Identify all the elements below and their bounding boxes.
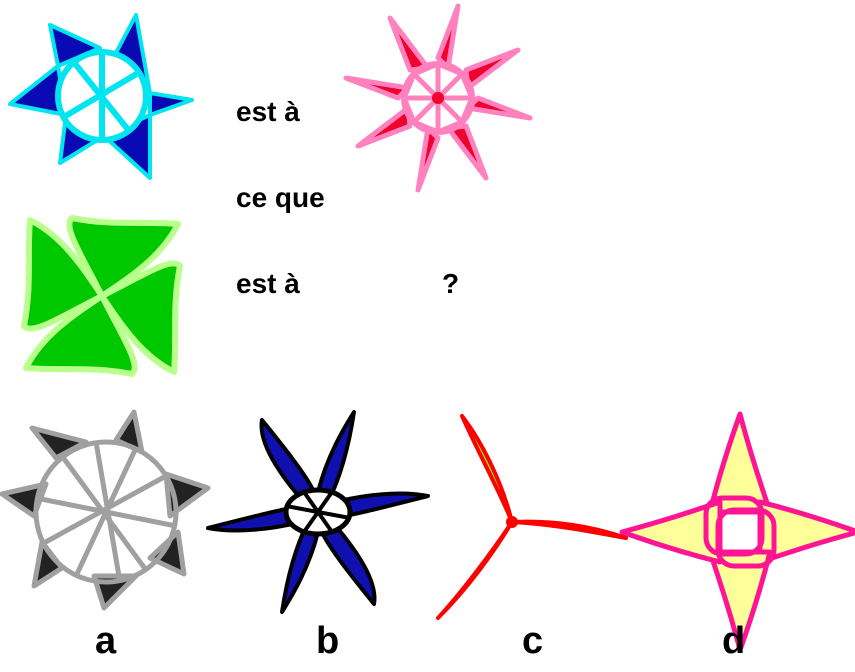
pinwheel-6-cyan-icon bbox=[8, 13, 194, 180]
prompt-text-est-a-1: est à bbox=[236, 96, 300, 127]
prompt-text-est-a-2: est à bbox=[236, 268, 300, 299]
pinwheel-8-pink-icon bbox=[343, 3, 533, 193]
option-c-label[interactable]: c bbox=[522, 620, 544, 662]
prompt-text-ce-que: ce que bbox=[236, 182, 325, 213]
option-b-label[interactable]: b bbox=[316, 620, 340, 662]
option-d-figure[interactable] bbox=[619, 411, 855, 653]
option-d-label[interactable]: d bbox=[722, 620, 746, 662]
option-b-figure[interactable] bbox=[206, 410, 430, 614]
question-mark: ? bbox=[442, 268, 460, 299]
option-a-label[interactable]: a bbox=[95, 620, 117, 662]
pinwheel-4-green-icon bbox=[21, 215, 183, 377]
option-c-figure[interactable] bbox=[436, 414, 628, 620]
option-a-figure[interactable] bbox=[0, 409, 211, 611]
